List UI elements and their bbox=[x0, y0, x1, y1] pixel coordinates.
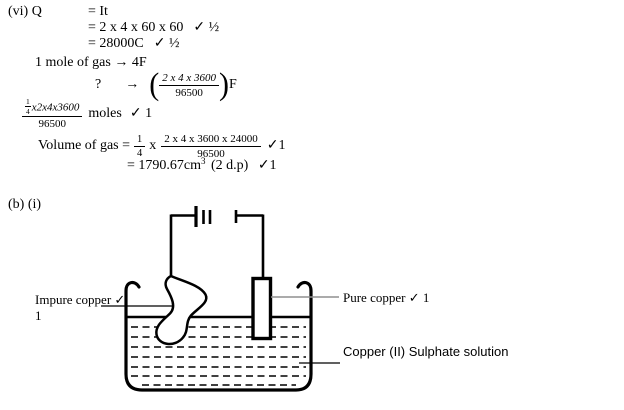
beaker-outline bbox=[124, 280, 313, 392]
moles-fraction-denominator: 96500 bbox=[38, 118, 66, 130]
result-value: = 1790.67cm bbox=[127, 158, 201, 173]
quarter-fraction: 1 4 bbox=[134, 134, 146, 159]
quarter-small-den: 4 bbox=[26, 106, 30, 116]
faraday-fraction: 2 x 4 x 3600 96500 bbox=[159, 72, 219, 99]
faraday-fraction-numerator: 2 x 4 x 3600 bbox=[159, 72, 219, 86]
faraday-proportion-line: ? → ( 2 x 4 x 3600 96500 ) F bbox=[95, 69, 237, 101]
charge-equation-3: = 28000C ✓ ½ bbox=[88, 36, 179, 52]
arrow-glyph: → bbox=[125, 77, 140, 92]
volume-fraction-numerator: 2 x 4 x 3600 x 24000 bbox=[161, 133, 261, 147]
impure-copper-label-mark: 1 bbox=[35, 308, 42, 323]
quarter-den: 4 bbox=[137, 147, 143, 159]
impure-copper-electrode bbox=[155, 274, 208, 346]
part-vi-label: (vi) Q bbox=[8, 4, 42, 19]
pure-copper-electrode bbox=[251, 276, 273, 341]
result-precision: (2 d.p) bbox=[211, 158, 249, 173]
tick-one-2: ✓1 bbox=[266, 138, 286, 153]
paren-close: ) bbox=[218, 67, 229, 102]
faraday-unit: F bbox=[228, 77, 237, 92]
charge-equation-1: = It bbox=[88, 4, 108, 19]
volume-lead: Volume of gas = bbox=[38, 138, 131, 153]
tick-half-1: ✓ ½ bbox=[193, 20, 220, 35]
mole-statement: 1 mole of gas → 4F bbox=[35, 55, 147, 70]
quarter-num: 1 bbox=[134, 134, 146, 147]
times-sign: x bbox=[149, 138, 157, 153]
tick-one-3: ✓1 bbox=[257, 158, 277, 173]
volume-fraction: 2 x 4 x 3600 x 24000 96500 bbox=[161, 133, 261, 160]
question-mark: ? bbox=[95, 77, 102, 92]
moles-unit: moles bbox=[88, 106, 122, 121]
volume-line: Volume of gas = 1 4 x 2 x 4 x 3600 x 240… bbox=[38, 130, 286, 162]
charge-equation-2: = 2 x 4 x 60 x 60 ✓ ½ bbox=[88, 20, 219, 36]
moles-numerator-rest: x2x4x3600 bbox=[31, 101, 80, 114]
solution-label: Copper (II) Sulphate solution bbox=[343, 344, 509, 359]
faraday-fraction-denominator: 96500 bbox=[175, 86, 203, 99]
result-superscript: 3 bbox=[201, 156, 206, 166]
charge-eq-3-text: = 28000C bbox=[88, 36, 144, 51]
pure-copper-label: Pure copper ✓ 1 bbox=[343, 290, 430, 305]
tick-one-1: ✓ 1 bbox=[129, 106, 153, 121]
quarter-small-num: 1 bbox=[25, 97, 31, 107]
tick-half-2: ✓ ½ bbox=[153, 36, 180, 51]
circuit-wires bbox=[169, 214, 265, 280]
charge-eq-2-text: = 2 x 4 x 60 x 60 bbox=[88, 20, 184, 35]
volume-fraction-denominator: 96500 bbox=[197, 147, 225, 160]
battery-icon bbox=[194, 206, 238, 227]
result-line: = 1790.67cm3 (2 d.p) ✓1 bbox=[127, 156, 277, 174]
impure-copper-label: Impure copper ✓ bbox=[35, 292, 126, 307]
paren-open: ( bbox=[149, 67, 160, 102]
part-b-label: (b) (i) bbox=[8, 197, 42, 212]
